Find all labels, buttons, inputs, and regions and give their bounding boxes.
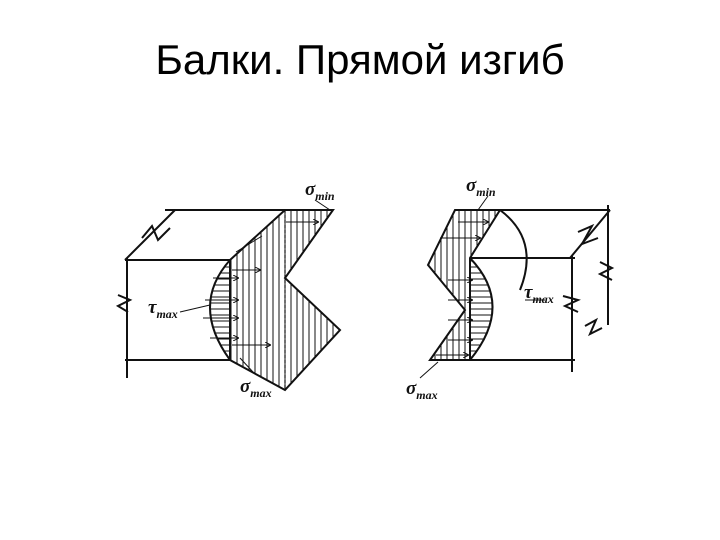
- right-sigma-diagram: [426, 209, 502, 361]
- left-tau-max-leader: [179, 304, 211, 313]
- left-tau-max-label: τmax: [148, 297, 178, 321]
- right-sigma-max-label: σmax: [406, 378, 438, 402]
- right-sigma-arrows: [436, 222, 488, 355]
- right-sigma-min-label: σmin: [466, 175, 496, 199]
- right-sigma-max-leader: [419, 361, 439, 379]
- right-sigma-min-leader: [477, 195, 489, 211]
- left-beam-diagram: [115, 199, 342, 392]
- left-sigma-diagram: [229, 209, 342, 392]
- slide-title: Балки. Прямой изгиб: [155, 36, 565, 83]
- left-sigma-max-leader: [239, 357, 254, 373]
- right-tau-max-label: τmax: [524, 282, 554, 306]
- left-sigma-min-leader: [314, 199, 331, 211]
- left-sigma-max-label: σmax: [240, 376, 272, 400]
- left-tau-curve: [203, 259, 238, 361]
- right-beam-outline: [470, 205, 615, 372]
- left-sigma-min-label: σmin: [305, 179, 335, 203]
- right-tau-curve: [448, 209, 528, 361]
- right-beam-diagram: [419, 195, 615, 379]
- left-sigma-arrows: [232, 222, 318, 345]
